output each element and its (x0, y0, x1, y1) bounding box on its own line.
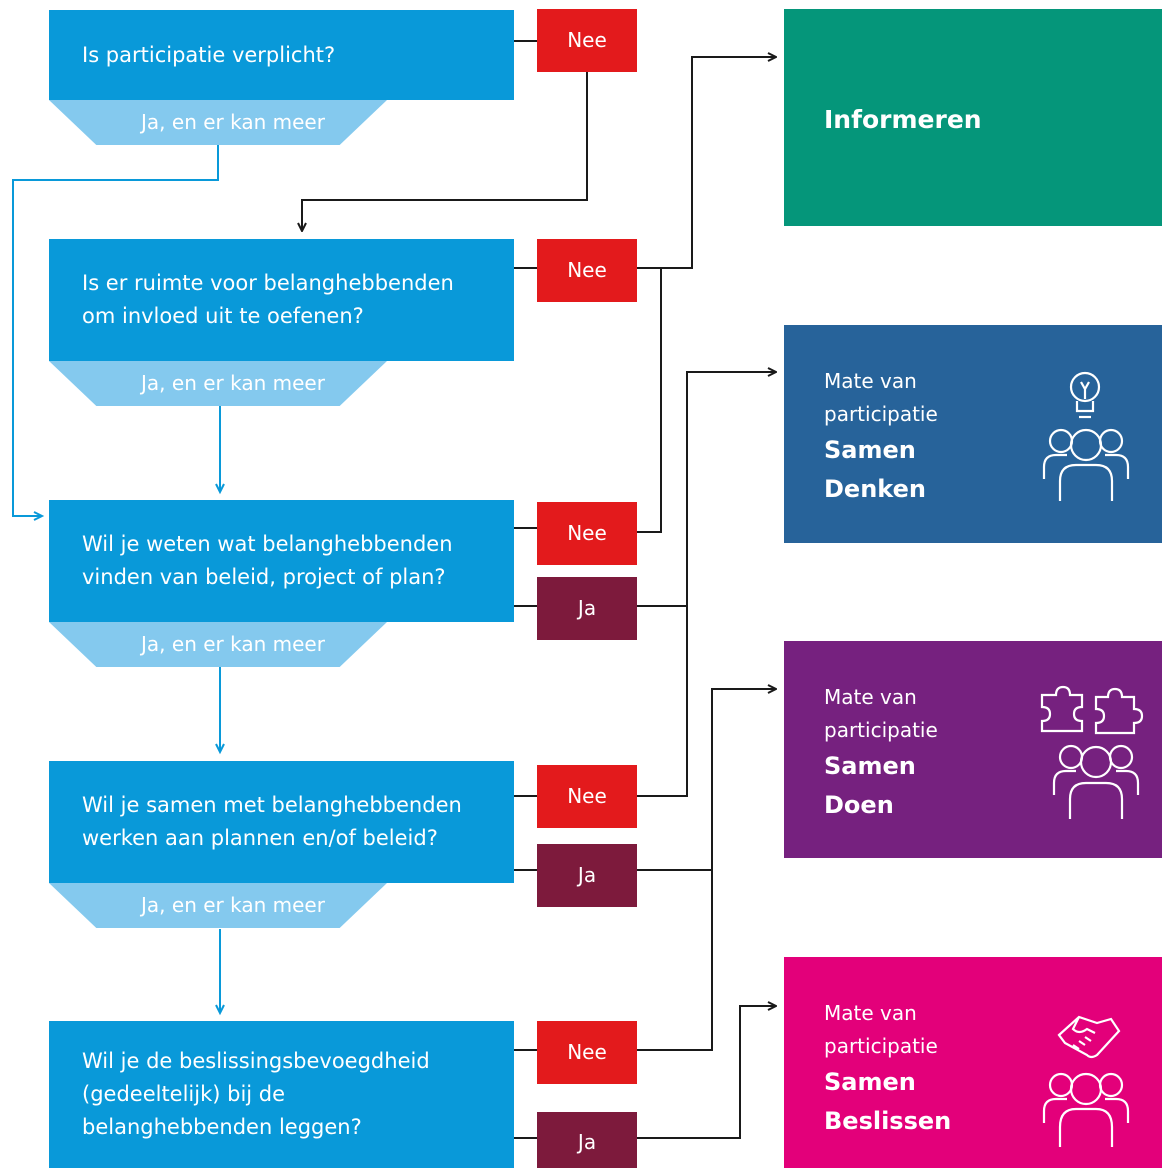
outcome-samen-doen-title: Samen Doen (824, 752, 916, 819)
question-1-continue-label: Ja, en er kan meer (141, 110, 325, 134)
line-q5-nee-up (514, 870, 713, 1051)
question-4-continue-label: Ja, en er kan meer (141, 893, 325, 917)
nee-chip-5: Nee (537, 1021, 637, 1084)
ja-chip-3: Ja (537, 577, 637, 640)
outcome-samen-beslissen: Mate van participatie Samen Beslissen (784, 957, 1162, 1168)
question-1-text: Is participatie verplicht? (82, 42, 336, 67)
nee-chip-3: Nee (537, 502, 637, 565)
outcome-samen-beslissen-title: Samen Beslissen (824, 1068, 952, 1135)
arrow-to-samen-denken (637, 372, 776, 607)
question-1-continue-tab: Ja, en er kan meer (49, 100, 387, 145)
outcome-samen-denken: Mate van participatie Samen Denken (784, 325, 1162, 543)
outcome-informeren-title: Informeren (824, 105, 982, 134)
question-3-continue-tab: Ja, en er kan meer (49, 622, 387, 667)
question-1-box: Is participatie verplicht? (49, 10, 514, 100)
nee-chip-4: Nee (537, 765, 637, 828)
outcome-samen-doen: Mate van participatie Samen Doen (784, 641, 1162, 858)
question-4-continue-tab: Ja, en er kan meer (49, 883, 387, 928)
ja-chip-5: Ja (537, 1112, 637, 1168)
line-q4-nee-up (514, 606, 688, 797)
question-2-continue-label: Ja, en er kan meer (141, 371, 325, 395)
ja-chip-4: Ja (537, 844, 637, 907)
outcome-informeren: Informeren (784, 9, 1162, 226)
question-4-box: Wil je samen met belanghebbenden werken … (49, 761, 514, 883)
arrow-to-samen-doen (637, 689, 776, 871)
arrow-nee1-down-to-q2 (302, 72, 588, 231)
nee-chip-1: Nee (537, 9, 637, 72)
outcome-samen-denken-title: Samen Denken (824, 436, 926, 503)
question-2-continue-tab: Ja, en er kan meer (49, 361, 387, 406)
nee-chip-2: Nee (537, 239, 637, 302)
question-3-text: Wil je weten wat belanghebbenden vinden … (82, 532, 453, 589)
outcome-samen-denken-prefix: Mate van participatie (824, 369, 938, 426)
question-3-continue-label: Ja, en er kan meer (141, 632, 325, 656)
handshake-group-icon (1042, 1015, 1130, 1147)
puzzle-group-icon (1040, 685, 1144, 819)
arrow-to-samen-beslissen (514, 1006, 776, 1139)
arrow-q1-ja-to-q3 (12, 145, 219, 521)
arrow-to-informeren (514, 57, 776, 269)
line-q3-nee-up (514, 268, 662, 533)
question-5-box: Wil je de beslissingsbevoegdheid (gedeel… (49, 1021, 514, 1168)
question-2-box: Is er ruimte voor belanghebbenden om inv… (49, 239, 514, 361)
outcome-samen-beslissen-prefix: Mate van participatie (824, 1001, 938, 1058)
question-4-text: Wil je samen met belanghebbenden werken … (82, 793, 462, 850)
lightbulb-group-icon (1042, 371, 1130, 501)
outcome-samen-doen-prefix: Mate van participatie (824, 685, 938, 742)
question-3-box: Wil je weten wat belanghebbenden vinden … (49, 500, 514, 622)
question-2-text: Is er ruimte voor belanghebbenden om inv… (82, 271, 454, 328)
question-5-text: Wil je de beslissingsbevoegdheid (gedeel… (82, 1049, 430, 1139)
